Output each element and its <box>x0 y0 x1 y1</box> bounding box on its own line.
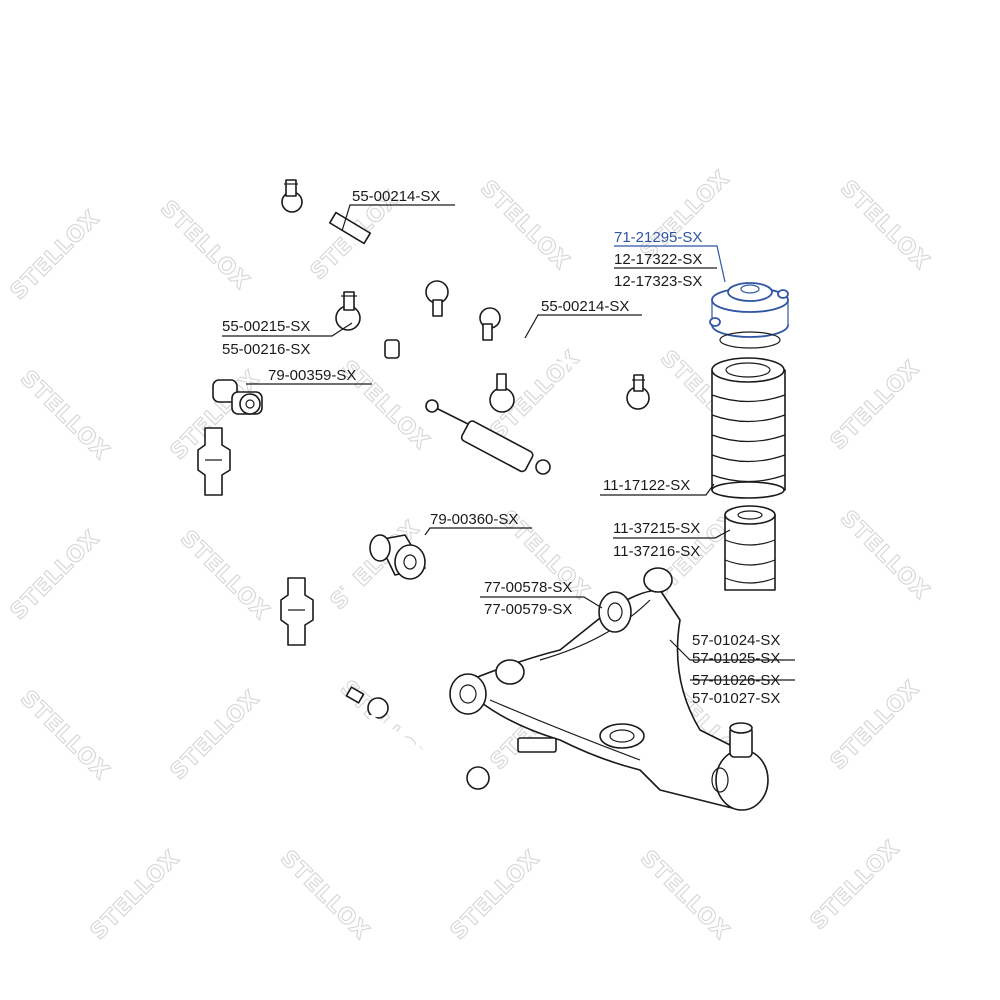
label-bump-stop-b[interactable]: 11-37216-SX <box>613 543 700 560</box>
stabilizer-link[interactable] <box>345 686 490 794</box>
stabilizer-bar[interactable] <box>263 415 377 617</box>
label-arm-bushing-b[interactable]: 77-00579-SX <box>484 601 572 618</box>
watermark-text: STELLOX <box>826 356 925 455</box>
shock-absorber[interactable] <box>425 399 551 475</box>
label-center-link-a[interactable]: 55-00215-SX <box>222 318 310 335</box>
watermark-text: STELLOX <box>15 366 114 465</box>
part-labels: 55-00214-SX 55-00214-SX 55-00215-SX 55-0… <box>222 188 780 707</box>
watermark-text: STELLOX <box>86 846 185 945</box>
bushing-large[interactable] <box>369 534 426 580</box>
label-bump-stop-a[interactable]: 11-37215-SX <box>613 520 700 537</box>
bump-stop[interactable] <box>724 505 776 591</box>
watermark-text: STELLOX <box>806 836 905 935</box>
label-center-link-b[interactable]: 55-00216-SX <box>222 341 310 358</box>
bracket-lower[interactable] <box>280 577 314 646</box>
label-bushing-small[interactable]: 79-00359-SX <box>268 367 356 384</box>
bushing-small[interactable] <box>212 379 263 415</box>
label-bearing-b[interactable]: 12-17323-SX <box>614 273 702 290</box>
watermark-text: STELLOX <box>6 526 105 625</box>
label-tie-rod-upper[interactable]: 55-00214-SX <box>352 188 440 205</box>
watermark-text: STELLOX <box>475 176 574 275</box>
watermark-text: STELLOX <box>166 686 265 785</box>
strut-mount[interactable] <box>709 282 789 349</box>
label-control-arm-a[interactable]: 57-01024-SX <box>692 632 780 649</box>
watermark-text: STELLOX <box>6 206 105 305</box>
label-control-arm-d[interactable]: 57-01027-SX <box>692 690 780 707</box>
control-arm[interactable] <box>449 567 769 811</box>
label-dust-boot[interactable]: 11-17122-SX <box>603 477 690 494</box>
watermark-text: STELLOX <box>275 846 374 945</box>
label-bushing-large[interactable]: 79-00360-SX <box>430 511 518 528</box>
tie-rod-upper[interactable] <box>281 179 449 317</box>
leader-lines <box>222 204 795 681</box>
label-strut-mount[interactable]: 71-21295-SX <box>614 229 702 246</box>
bracket-upper[interactable] <box>197 427 231 496</box>
watermark-text: STELLOX <box>175 526 274 625</box>
watermark-text: STELLOX <box>635 846 734 945</box>
watermark-text: STELLOX <box>446 846 545 945</box>
tie-rod-lower[interactable] <box>479 307 650 410</box>
watermark-text: STELLOX <box>835 506 934 605</box>
label-control-arm-b[interactable]: 57-01025-SX <box>692 650 780 667</box>
watermark-text: STELLOX <box>15 686 114 785</box>
watermark-text: STELLOX <box>835 176 934 275</box>
center-link[interactable] <box>335 291 515 413</box>
label-bearing-a[interactable]: 12-17322-SX <box>614 251 702 268</box>
label-tie-rod-lower[interactable]: 55-00214-SX <box>541 298 629 315</box>
watermark-text: STELLOX <box>826 676 925 775</box>
label-arm-bushing-a[interactable]: 77-00578-SX <box>484 579 572 596</box>
dust-boot[interactable] <box>711 357 786 499</box>
watermark-text: STELLOX <box>155 196 254 295</box>
label-control-arm-c[interactable]: 57-01026-SX <box>692 672 780 689</box>
